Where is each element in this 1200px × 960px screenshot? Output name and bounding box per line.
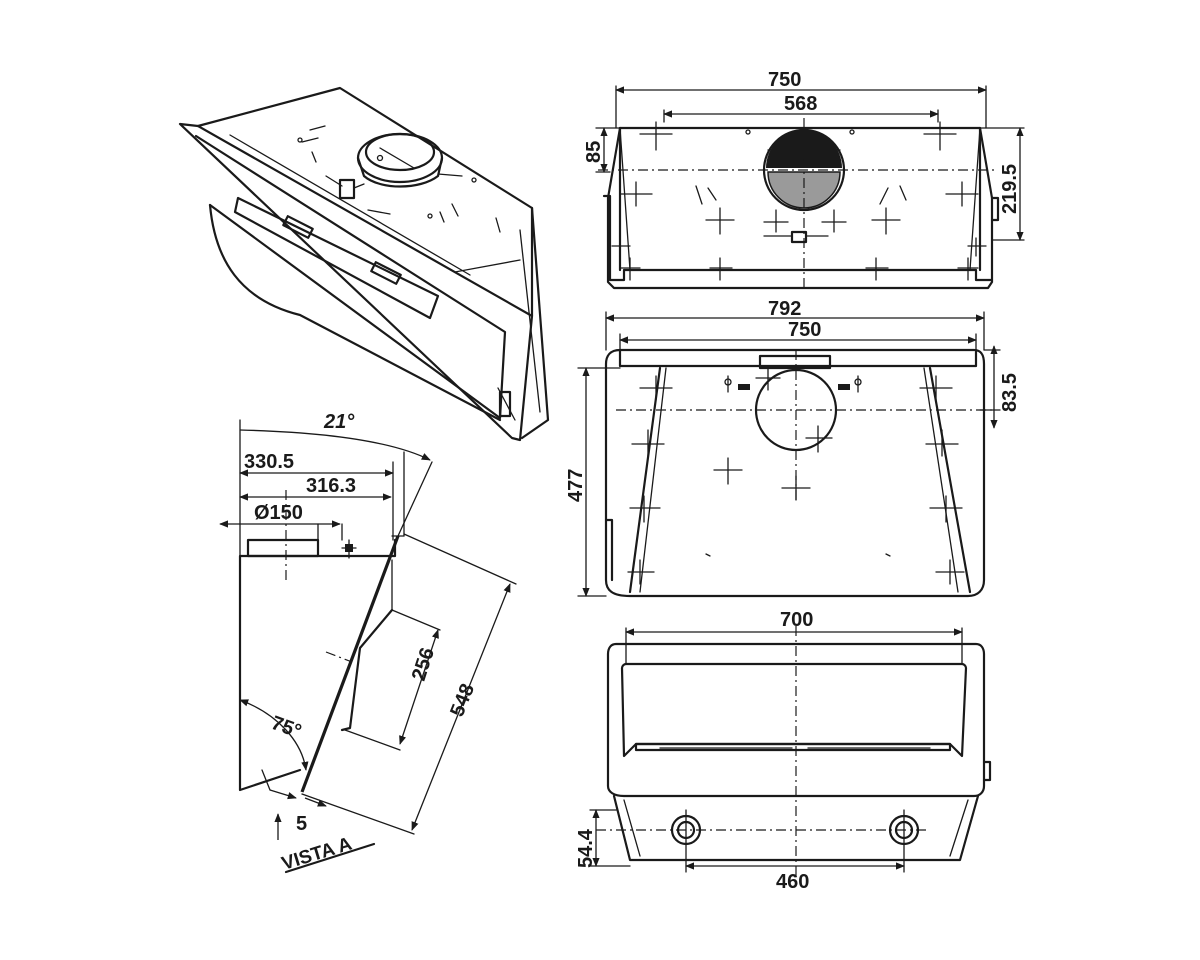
dim-rear-offset: 83.5 bbox=[999, 373, 1021, 412]
dim-rear-height: 477 bbox=[565, 469, 587, 502]
iso-lower-body bbox=[208, 203, 502, 422]
dim-bottom-depth: 54.4 bbox=[575, 828, 597, 868]
dim-top-depth-total: 219.5 bbox=[999, 164, 1021, 214]
dim-top-width-inner: 568 bbox=[784, 93, 817, 115]
iso-control-strip bbox=[233, 196, 440, 320]
dim-side-angle-top: 21° bbox=[323, 411, 355, 433]
front-body bbox=[606, 642, 986, 798]
rear-body bbox=[604, 348, 986, 598]
side-glass bbox=[300, 535, 400, 793]
top-screws bbox=[611, 121, 987, 281]
dim-rear-width-inner: 750 bbox=[788, 319, 821, 341]
dim-rear-width-overall: 792 bbox=[768, 298, 801, 320]
rear-view bbox=[577, 311, 1001, 598]
dim-side-panel-inner: 256 bbox=[408, 645, 439, 684]
view-label: VISTA A bbox=[279, 834, 354, 875]
dim-side-depth-inner: 316.3 bbox=[306, 475, 356, 497]
iso-duct-collar bbox=[356, 132, 444, 184]
dim-side-depth-outer: 330.5 bbox=[244, 451, 294, 473]
rear-screws bbox=[627, 365, 965, 585]
dim-side-angle-bottom: 75° bbox=[268, 712, 304, 743]
dim-bottom-spacing: 460 bbox=[776, 871, 809, 893]
dim-top-width-overall: 750 bbox=[768, 69, 801, 91]
dim-front-width: 700 bbox=[780, 609, 813, 631]
iso-glass-panel bbox=[178, 122, 534, 442]
iso-body-top bbox=[196, 86, 534, 318]
side-duct bbox=[246, 538, 320, 558]
side-view bbox=[219, 419, 517, 874]
top-view bbox=[595, 85, 1025, 290]
dim-side-offset-bottom: 5 bbox=[296, 813, 307, 835]
dim-top-depth-front: 85 bbox=[583, 141, 605, 163]
iso-body-side bbox=[520, 206, 550, 440]
dim-side-panel-length: 548 bbox=[446, 681, 479, 720]
iso-glass-inner bbox=[194, 134, 507, 420]
front-lower-body bbox=[612, 794, 980, 862]
front-view bbox=[589, 626, 992, 880]
isometric-view bbox=[178, 86, 550, 442]
dim-side-duct-diameter: Ø150 bbox=[254, 502, 303, 524]
